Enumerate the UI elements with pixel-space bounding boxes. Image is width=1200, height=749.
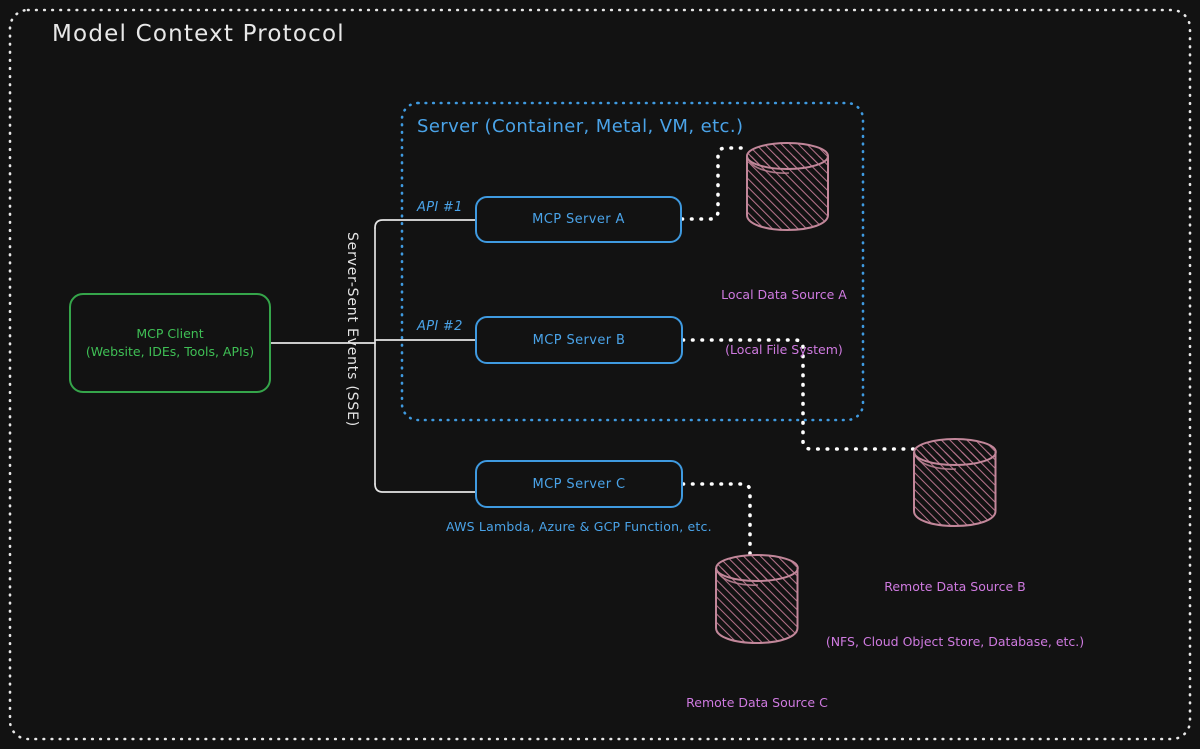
sse-transport-label: Server-Sent Events (SSE) (344, 232, 360, 427)
sse-connector-tree (270, 219, 476, 493)
cylinder-remote-data-source-c (715, 554, 799, 645)
api-2-label: API #2 (417, 319, 463, 334)
mcp-server-c-note: AWS Lambda, Azure & GCP Function, etc. (446, 519, 712, 534)
mcp-client-label-line2: (Website, IDEs, Tools, APIs) (85, 344, 255, 359)
server-container-border (400, 101, 865, 422)
remote-data-source-b-line1: Remote Data Source B (884, 579, 1026, 595)
page-title: Model Context Protocol (52, 21, 345, 47)
mcp-server-a-label: MCP Server A (532, 212, 625, 227)
mcp-server-b-label: MCP Server B (532, 332, 626, 348)
mcp-server-c-node[interactable]: MCP Server C (475, 460, 683, 508)
connector-c-to-remote-c (681, 482, 752, 564)
api-1-label: API #1 (417, 200, 463, 215)
mcp-client-node[interactable]: MCP Client (Website, IDEs, Tools, APIs) (69, 293, 271, 393)
remote-data-source-c-caption: Remote Data Source C (657, 658, 857, 749)
connector-a-to-local-a (680, 146, 749, 221)
mcp-client-label-line1: MCP Client (136, 325, 204, 341)
cylinder-remote-data-source-b (913, 438, 997, 528)
remote-data-source-b-caption: Remote Data Source B (NFS, Cloud Object … (790, 542, 1120, 687)
server-container-title: Server (Container, Metal, VM, etc.) (417, 116, 744, 137)
data-connectors (680, 146, 916, 564)
cylinder-local-data-source-a (746, 142, 829, 232)
connector-b-to-remote-b (681, 338, 916, 451)
local-data-source-a-line2: (Local File System) (725, 341, 843, 357)
local-data-source-a-caption: Local Data Source A (Local File System) (684, 250, 884, 395)
mcp-server-b-node[interactable]: MCP Server B (475, 316, 683, 364)
local-data-source-a-line1: Local Data Source A (721, 287, 847, 303)
outer-frame (8, 8, 1192, 741)
mcp-server-c-label: MCP Server C (532, 476, 626, 492)
mcp-server-a-node[interactable]: MCP Server A (475, 196, 682, 243)
remote-data-source-c-line1: Remote Data Source C (686, 695, 828, 711)
remote-data-source-b-line2: (NFS, Cloud Object Store, Database, etc.… (825, 633, 1085, 649)
